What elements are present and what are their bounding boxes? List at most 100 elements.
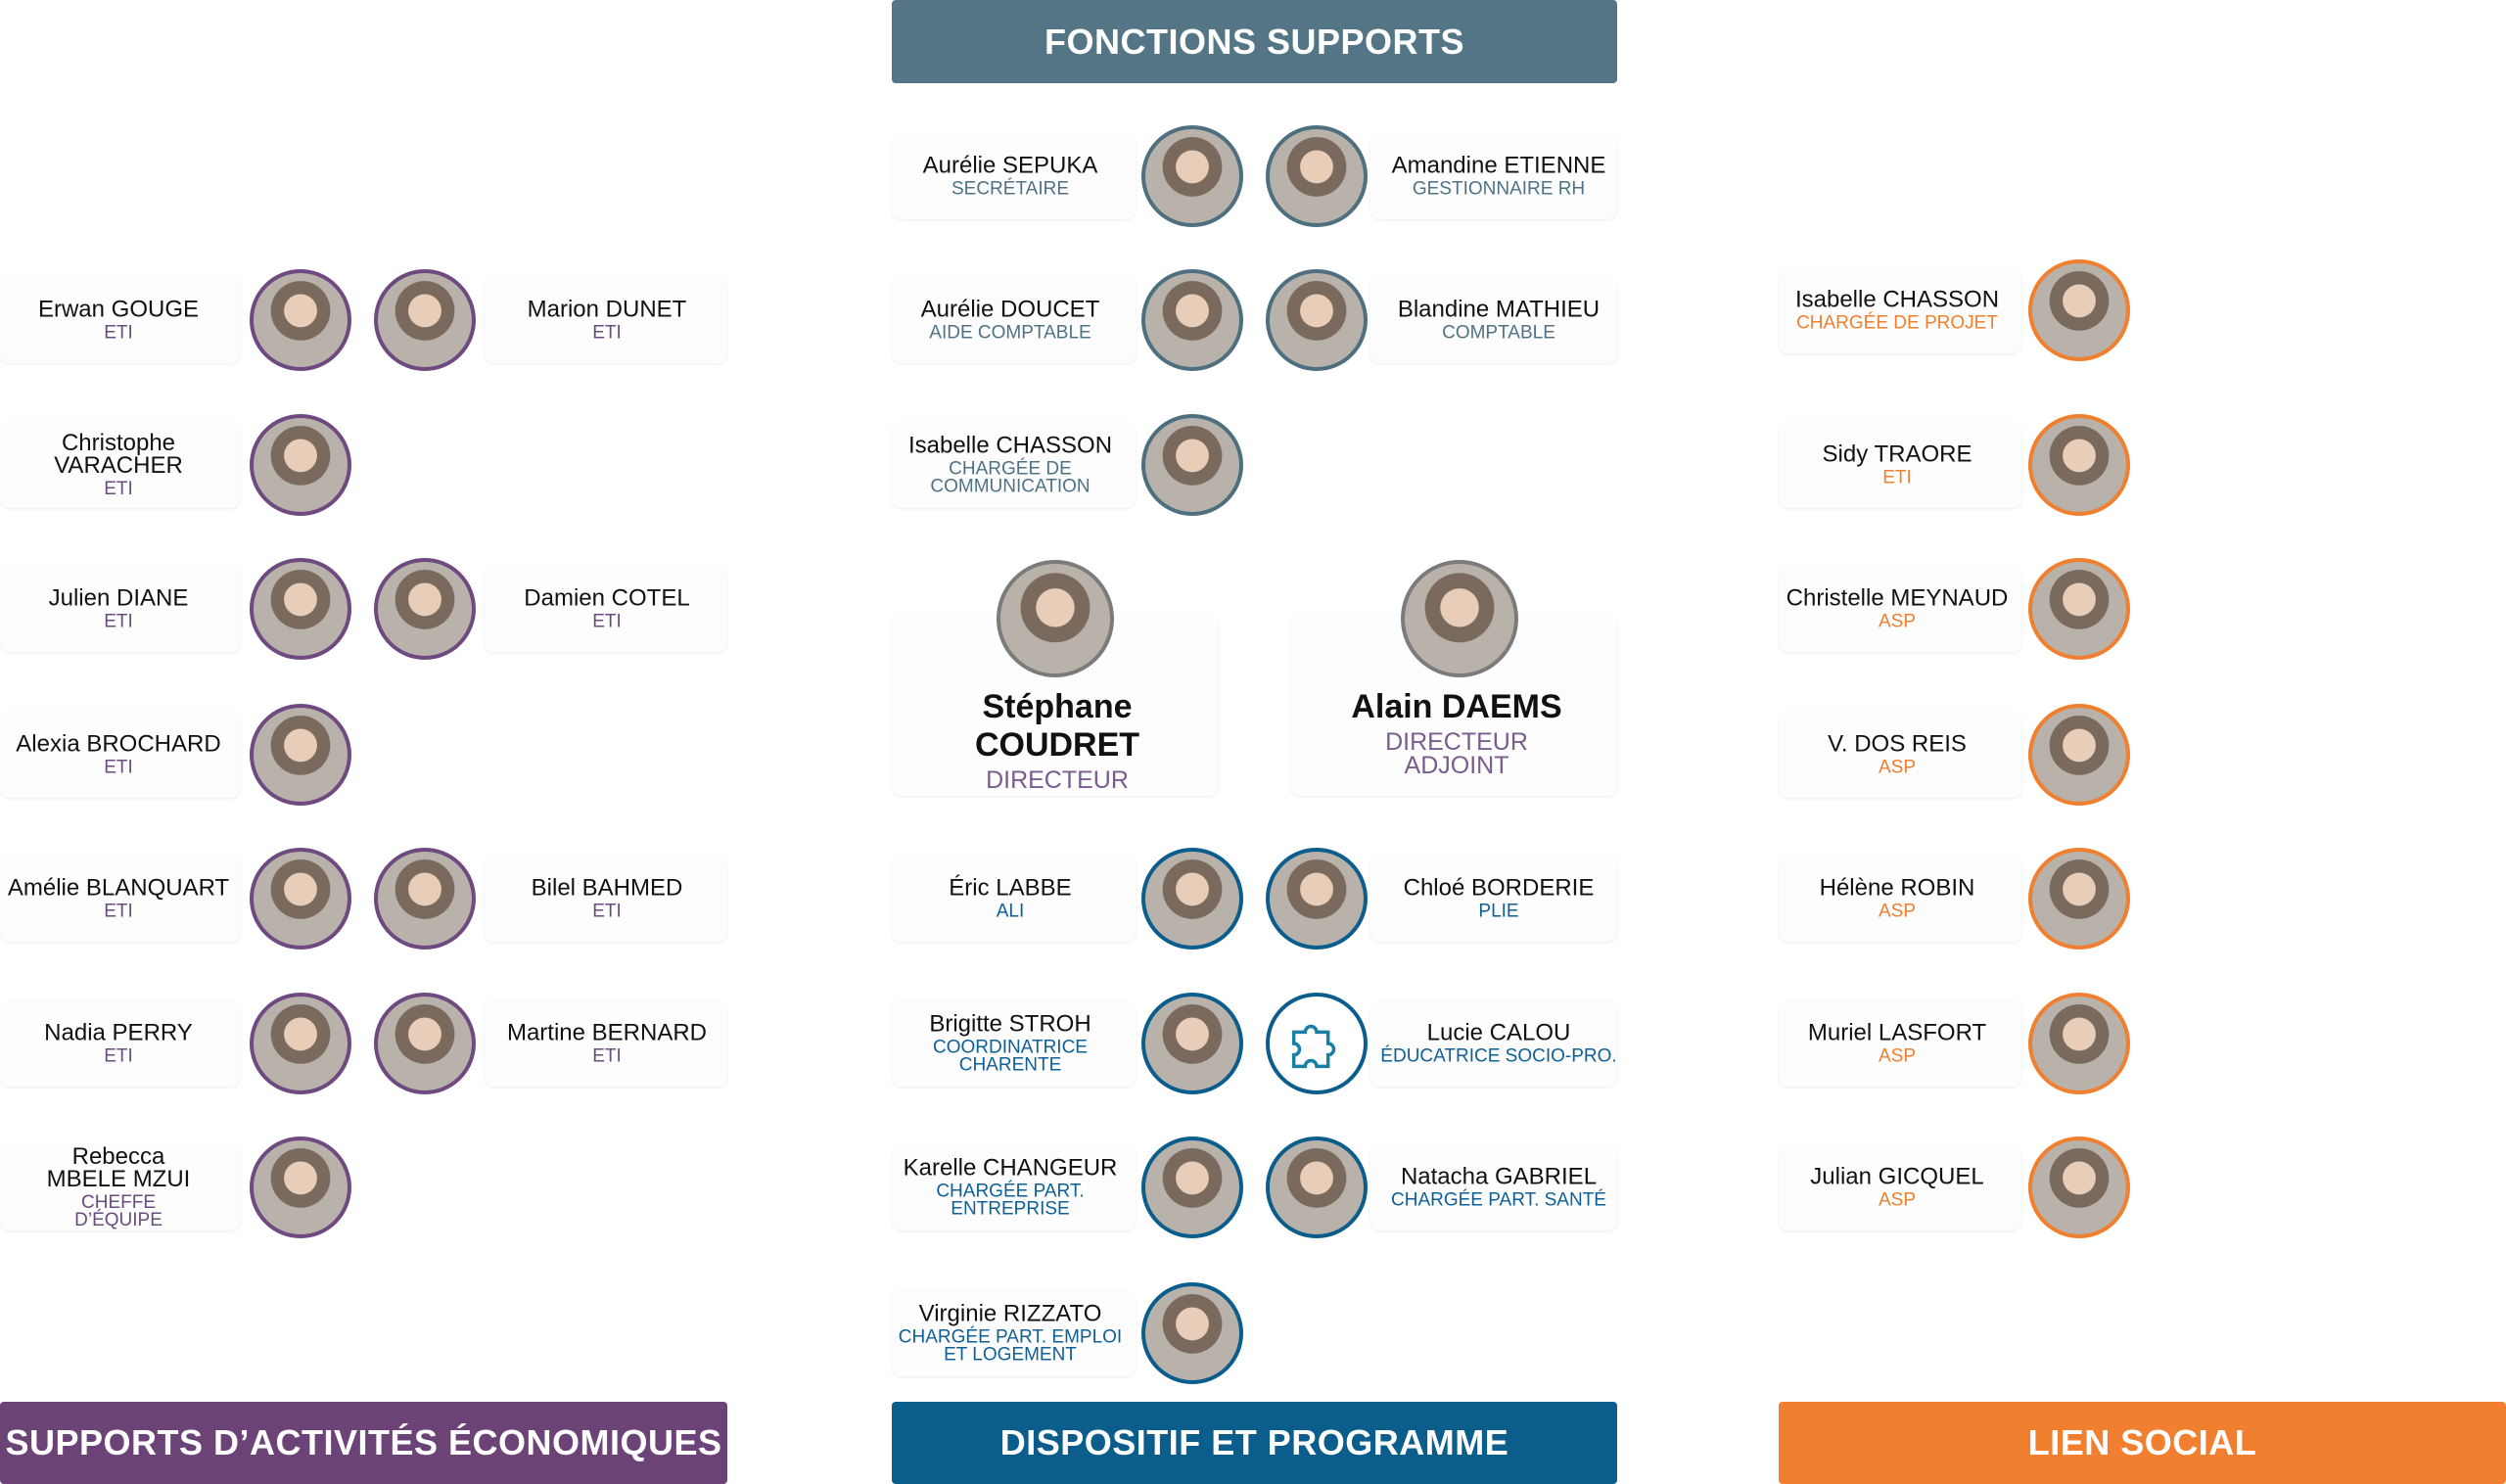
header-fonctions-supports: FONCTIONS SUPPORTS xyxy=(892,0,1617,83)
person-role: CHEFFE D’ÉQUIPE xyxy=(74,1192,162,1230)
person-name: Isabelle CHASSON xyxy=(1794,286,2000,313)
person-role: COORDINATRICE CHARENTE xyxy=(933,1037,1088,1076)
avatar xyxy=(374,993,476,1094)
person-name: Martine BERNARD xyxy=(506,1019,708,1046)
puzzle-icon xyxy=(1266,993,1368,1094)
person-role: ETI xyxy=(592,901,622,922)
director-avatar xyxy=(997,560,1114,677)
header-lien-social: LIEN SOCIAL xyxy=(1779,1402,2506,1484)
person-role: ETI xyxy=(1882,467,1912,488)
avatar xyxy=(1141,1136,1243,1238)
person-name: Julian GICQUEL xyxy=(1810,1163,1984,1190)
person-role: ETI xyxy=(104,757,133,778)
avatar xyxy=(2028,414,2130,516)
person-role: ALI xyxy=(996,901,1025,922)
person-role: ASP xyxy=(1878,757,1917,778)
person-role: ASP xyxy=(1878,901,1917,922)
person-card xyxy=(1779,566,2021,652)
person-name: Aurélie DOUCET xyxy=(920,296,1100,323)
person-card xyxy=(0,422,240,508)
avatar xyxy=(1266,1136,1368,1238)
person-name: Sidy TRAORE xyxy=(1822,441,1972,468)
avatar xyxy=(374,848,476,950)
person-name: Éric LABBE xyxy=(949,874,1072,902)
person-name: Bilel BAHMED xyxy=(531,874,683,902)
person-name: Marion DUNET xyxy=(527,296,687,323)
person-role: ETI xyxy=(104,1045,133,1067)
person-name: Virginie RIZZATO xyxy=(918,1300,1102,1327)
avatar xyxy=(1141,848,1243,950)
director-info: Stéphane COUDRET DIRECTEUR xyxy=(896,688,1219,794)
person-card xyxy=(1779,712,2021,798)
person-name: Muriel LASFORT xyxy=(1807,1019,1987,1046)
director-role: DIRECTEUR xyxy=(986,766,1129,794)
avatar xyxy=(1266,269,1368,371)
person-card xyxy=(0,1000,240,1087)
person-role: AIDE COMPTABLE xyxy=(929,322,1091,344)
header-dispositif: DISPOSITIF ET PROGRAMME xyxy=(892,1402,1617,1484)
person-card xyxy=(485,566,727,652)
person-name: Christophe VARACHER xyxy=(54,430,183,479)
avatar xyxy=(1141,993,1243,1094)
avatar xyxy=(1141,1282,1243,1384)
person-name: Karelle CHANGEUR xyxy=(903,1154,1118,1182)
avatar xyxy=(250,704,351,806)
person-card xyxy=(1370,856,1617,942)
person-role: ASP xyxy=(1878,1045,1917,1067)
person-role: ETI xyxy=(104,322,133,344)
person-card xyxy=(1779,1000,2021,1087)
avatar xyxy=(374,558,476,660)
person-name: Chloé BORDERIE xyxy=(1403,874,1595,902)
avatar xyxy=(2028,993,2130,1094)
person-card xyxy=(1370,277,1617,363)
person-card xyxy=(892,1144,1136,1230)
person-name: Amandine ETIENNE xyxy=(1391,152,1606,179)
person-card xyxy=(892,1000,1136,1087)
avatar xyxy=(250,993,351,1094)
avatar xyxy=(374,269,476,371)
person-card xyxy=(892,856,1136,942)
person-name: Aurélie SEPUKA xyxy=(922,152,1098,179)
avatar xyxy=(250,1136,351,1238)
person-name: Nadia PERRY xyxy=(44,1019,193,1046)
person-card xyxy=(1370,1000,1617,1087)
person-role: ETI xyxy=(104,479,133,499)
person-name: Brigitte STROH xyxy=(929,1010,1091,1038)
person-card xyxy=(892,1290,1136,1376)
deputy-director-info: Alain DAEMS DIRECTEUR ADJOINT xyxy=(1334,688,1579,778)
person-name: Damien COTEL xyxy=(524,584,690,612)
avatar xyxy=(1141,269,1243,371)
avatar xyxy=(1266,848,1368,950)
person-role: ÉDUCATRICE SOCIO-PRO. xyxy=(1380,1045,1617,1067)
avatar xyxy=(2028,1136,2130,1238)
person-name: Amélie BLANQUART xyxy=(7,874,230,902)
person-name: Rebecca MBELE MZUI xyxy=(46,1143,191,1192)
person-role: CHARGÉE PART. SANTÉ xyxy=(1391,1189,1606,1211)
avatar xyxy=(2028,259,2130,361)
person-name: Hélène ROBIN xyxy=(1819,874,1975,902)
person-card xyxy=(892,133,1136,219)
person-name: Blandine MATHIEU xyxy=(1397,296,1601,323)
person-role: COMPTABLE xyxy=(1442,322,1555,344)
person-card xyxy=(0,712,240,798)
